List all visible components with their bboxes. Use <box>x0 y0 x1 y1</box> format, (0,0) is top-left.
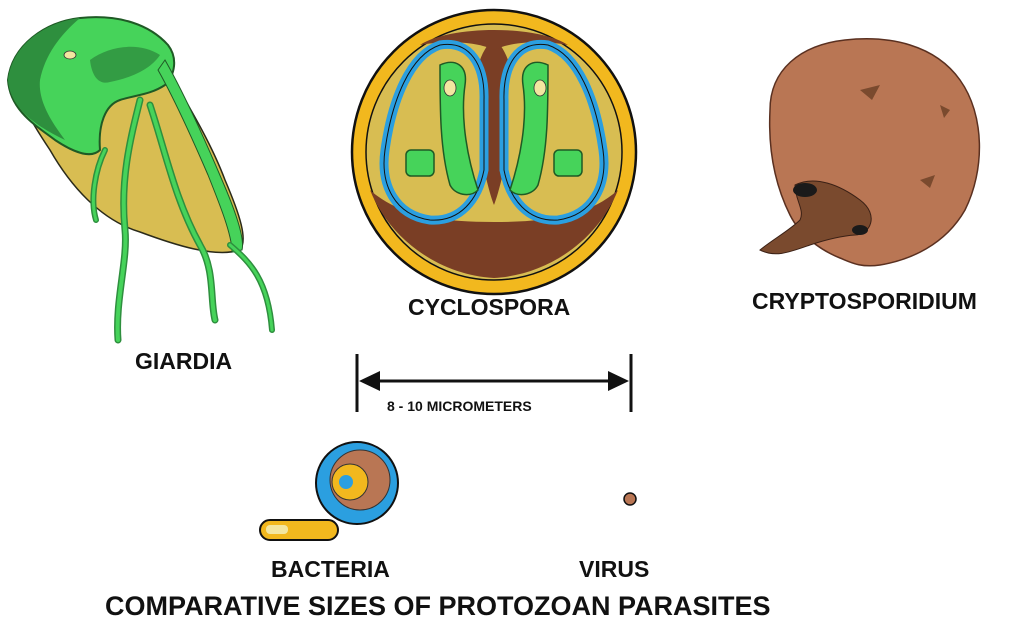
diagram-title: COMPARATIVE SIZES OF PROTOZOAN PARASITES <box>105 593 771 620</box>
bacteria-illustration <box>260 442 398 540</box>
virus-particle <box>624 493 636 505</box>
scale-bar-arrow-right <box>608 371 629 391</box>
cryptosporidium-hollow <box>793 183 817 197</box>
cryptosporidium-illustration <box>760 39 979 266</box>
virus-label: VIRUS <box>579 558 649 581</box>
cyclospora-nucleus-left <box>444 80 456 96</box>
cryptosporidium-hollow <box>852 225 868 235</box>
cyclospora-nucleus-right <box>534 80 546 96</box>
cyclospora-refractile-right <box>554 150 582 176</box>
cyclospora-illustration <box>352 10 636 294</box>
bacteria-coccus-center <box>339 475 353 489</box>
bacteria-rod-inner <box>266 525 288 534</box>
giardia-label: GIARDIA <box>135 350 232 373</box>
giardia-flagellum <box>230 245 272 330</box>
cryptosporidium-label: CRYPTOSPORIDIUM <box>752 290 977 313</box>
giardia-nucleus <box>64 51 76 59</box>
cyclospora-label: CYCLOSPORA <box>408 296 570 319</box>
scale-bar-label: 8 - 10 MICROMETERS <box>387 399 532 413</box>
bacteria-label: BACTERIA <box>271 558 390 581</box>
giardia-illustration <box>8 17 272 340</box>
scale-bar-arrow-left <box>359 371 380 391</box>
cyclospora-refractile-left <box>406 150 434 176</box>
